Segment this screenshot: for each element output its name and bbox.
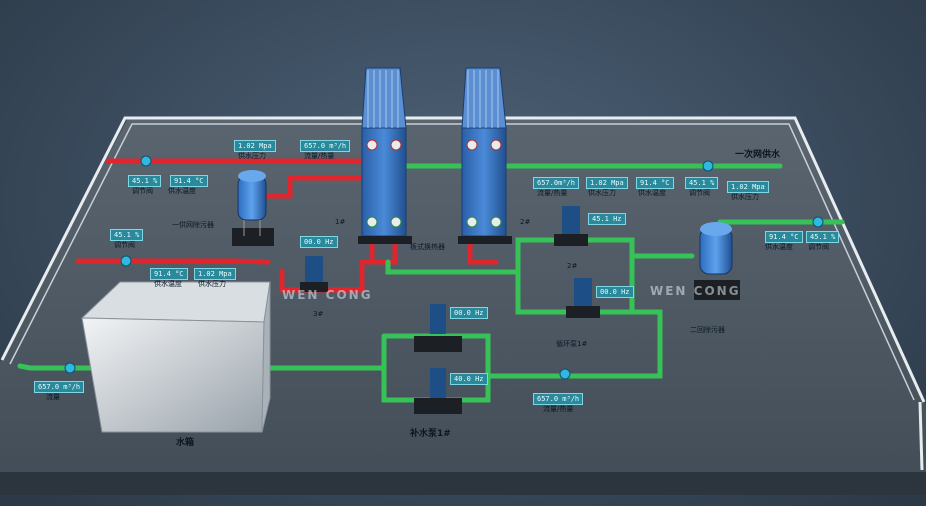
makeup-bottom-frequency: 40.0 Hz [450, 373, 488, 385]
flow-right-label: 流量/热量 [537, 189, 568, 197]
label-makeup-pump: 补水泵1# [410, 429, 451, 439]
press-right2-label: 供水压力 [731, 193, 759, 201]
valve-left-mid-label: 调节阀 [114, 241, 135, 249]
primary-dirt-separator[interactable] [232, 170, 274, 246]
flow-right-value: 657.0m³/h [533, 177, 579, 189]
flow-bottom-value: 657.0 m³/h [533, 393, 584, 405]
pump-3[interactable] [300, 256, 328, 292]
valve-far-right-value: 45.1 % [806, 231, 840, 243]
label-water-tank: 水箱 [176, 438, 195, 448]
valve-left-top-value: 45.1 % [128, 175, 162, 187]
temp-left-mid-value: 91.4 °C [150, 268, 188, 280]
pump2-frequency: 45.1 Hz [588, 213, 626, 225]
flow-tank-value: 657.0 m³/h [34, 381, 85, 393]
label-primary-supply: 一次网供水 [735, 150, 781, 160]
press-right2-value: 1.02 Mpa [727, 181, 769, 193]
temp-far-right-value: 91.4 °C [765, 231, 803, 243]
circ-pump1-frequency: 00.0 Hz [596, 286, 634, 298]
label-primary-dirt-separator: 一供网除污器 [172, 221, 214, 229]
valve-left-top-label: 调节阀 [132, 187, 153, 195]
label-secondary-dirt-separator: 二回除污器 [690, 326, 725, 334]
cool-pipes [17, 163, 845, 403]
secondary-dirt-separator[interactable] [694, 222, 740, 300]
press-left-top-value: 1.02 Mpa [234, 140, 276, 152]
makeup-pump-bottom[interactable] [414, 368, 462, 414]
press-right-value: 1.02 Mpa [586, 177, 628, 189]
makeup-top-frequency: 00.0 Hz [450, 307, 488, 319]
flow-top-label: 流量/热量 [304, 152, 335, 160]
valve-right-label: 调节阀 [689, 189, 710, 197]
valve-right-value: 45.1 % [685, 177, 719, 189]
label-hx1-tag: 1# [335, 218, 346, 226]
circulation-pump-1[interactable] [566, 278, 600, 318]
press-left-top-label: 供水压力 [238, 152, 266, 160]
pump-2[interactable] [554, 206, 588, 246]
temp-right-label: 供水温度 [638, 189, 666, 197]
temp-left-top-value: 91.4 °C [170, 175, 208, 187]
temp-far-right-label: 供水温度 [765, 243, 793, 251]
label-pump3-tag: 3# [313, 310, 324, 318]
label-hx2-tag: 2# [520, 218, 531, 226]
watermark-right: WEN CONG [650, 284, 741, 298]
water-tank[interactable] [80, 281, 271, 433]
press-left-mid-label: 供水压力 [198, 280, 226, 288]
label-circ-pump: 循环泵1# [556, 340, 588, 348]
temp-left-top-label: 供水温度 [168, 187, 196, 195]
valve-markers [64, 155, 824, 380]
watermark-left: WEN CONG [282, 288, 373, 302]
flow-bottom-label: 流量/热量 [543, 405, 574, 413]
label-pump2-tag: 2# [567, 262, 578, 270]
plate-heat-exchanger-1[interactable] [358, 67, 412, 244]
label-plate-hx: 板式换热器 [410, 243, 445, 251]
pump3-frequency: 00.0 Hz [300, 236, 338, 248]
plate-heat-exchanger-2[interactable] [458, 67, 512, 244]
temp-right-value: 91.4 °C [636, 177, 674, 189]
temp-left-mid-label: 供水温度 [154, 280, 182, 288]
flow-tank-label: 流量 [46, 393, 60, 401]
valve-far-right-label: 调节阀 [808, 243, 829, 251]
flow-top-value: 657.0 m³/h [300, 140, 351, 152]
press-right-label: 供水压力 [588, 189, 616, 197]
valve-left-mid-value: 45.1 % [110, 229, 144, 241]
press-left-mid-value: 1.02 Mpa [194, 268, 236, 280]
makeup-pump-top[interactable] [414, 304, 462, 352]
